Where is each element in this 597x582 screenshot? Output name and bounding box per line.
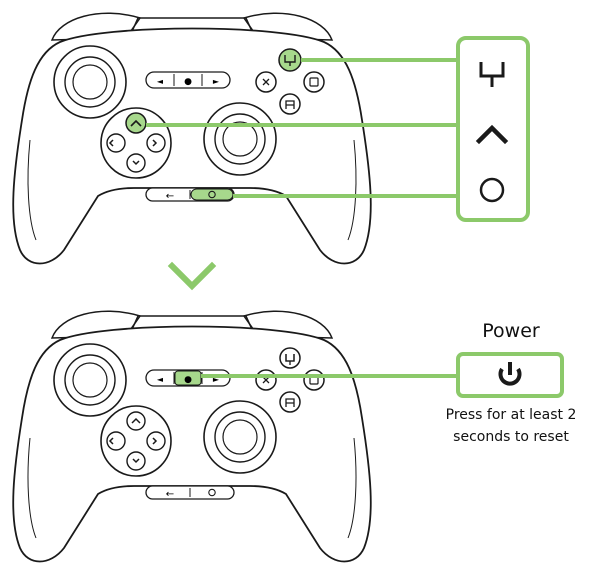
circle-button-highlight[interactable]	[190, 188, 234, 201]
y-button-highlight[interactable]	[278, 48, 302, 72]
y-icon	[284, 55, 296, 66]
menu-left-icon: ◄	[157, 375, 164, 384]
home-icon: ●	[184, 375, 192, 385]
controller-top: ◄ ● ► ←	[12, 12, 372, 265]
dpad-up-icon	[130, 119, 142, 127]
combo-connectors	[146, 58, 458, 198]
y-icon	[479, 62, 505, 87]
home-icon: ●	[184, 77, 192, 87]
chevron-up-icon	[475, 124, 509, 145]
combo-panel	[456, 36, 530, 222]
y-icon	[285, 354, 295, 365]
power-note: Press for at least 2 seconds to reset	[438, 404, 584, 448]
menu-right-icon: ►	[213, 375, 220, 384]
power-title: Power	[482, 320, 540, 342]
circle-icon	[479, 177, 505, 203]
menu-right-icon: ►	[213, 77, 220, 86]
chevron-down-icon	[167, 261, 217, 291]
power-note-line-1: Press for at least 2	[445, 407, 577, 423]
back-icon: ←	[166, 489, 174, 500]
dpad-up-highlight[interactable]	[125, 112, 147, 134]
circle-icon	[208, 190, 216, 199]
power-panel	[456, 352, 564, 398]
menu-left-icon: ◄	[157, 77, 164, 86]
power-note-line-2: seconds to reset	[453, 429, 569, 445]
circle-icon	[208, 488, 216, 497]
back-icon: ←	[166, 191, 174, 202]
dpad-up-icon	[131, 417, 141, 424]
power-icon	[498, 362, 522, 386]
controller-bottom: ◄ ► ● ←	[12, 310, 372, 563]
